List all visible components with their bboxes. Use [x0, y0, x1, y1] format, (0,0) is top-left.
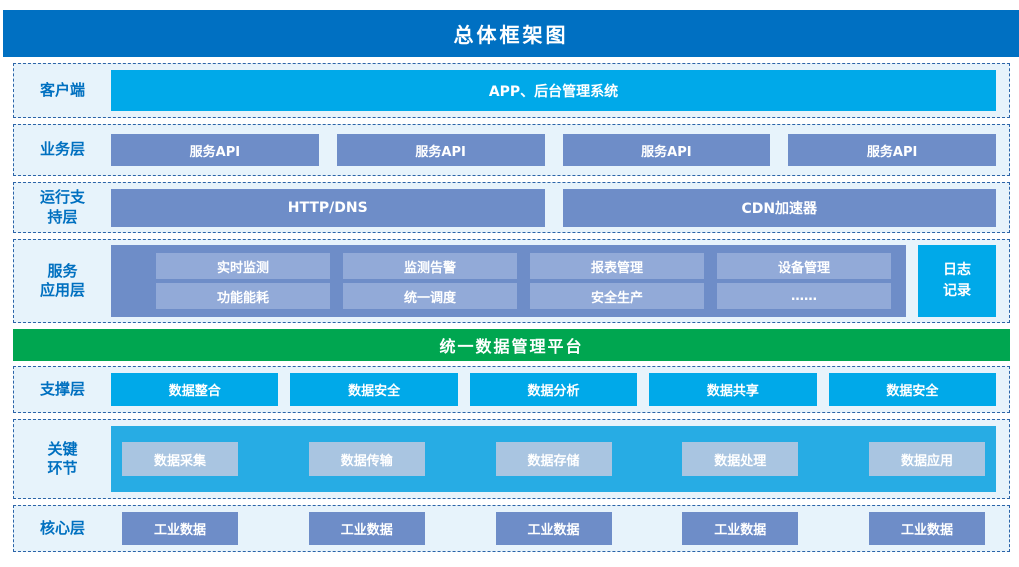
service-app-container: 实时监测 监测告警 报表管理 设备管理 功能能耗 统一调度 安全生产 ……	[111, 245, 906, 317]
section-support-label: 支撑层	[39, 379, 85, 398]
section-runtime-support-label: 运行支 持层	[39, 188, 85, 226]
function-energy-box: 功能能耗	[156, 283, 330, 309]
realtime-monitoring-box: 实时监测	[156, 253, 330, 279]
data-application-box: 数据应用	[869, 442, 985, 476]
data-storage-box: 数据存储	[495, 442, 612, 476]
section-runtime-support: 运行支 持层 HTTP/DNS CDN加速器	[13, 182, 1010, 233]
section-service-application-label: 服务 应用层	[39, 261, 85, 300]
http-dns-box: HTTP/DNS	[111, 188, 545, 227]
cdn-accelerator-box: CDN加速器	[562, 188, 996, 227]
industrial-data-box: 工业数据	[495, 512, 612, 545]
section-support: 支撑层 数据整合 数据安全 数据分析 数据共享 数据安全	[13, 366, 1010, 413]
key-links-container: 数据采集 数据传输 数据存储 数据处理 数据应用	[111, 426, 996, 492]
data-analysis-box: 数据分析	[469, 373, 638, 406]
data-processing-box: 数据处理	[682, 442, 799, 476]
data-collection-box: 数据采集	[122, 442, 238, 476]
section-service-application: 服务 应用层 实时监测 监测告警 报表管理 设备管理 功能能耗 统一调度 安全生…	[13, 239, 1010, 323]
monitoring-alarm-box: 监测告警	[343, 253, 517, 279]
section-business: 业务层 服务API 服务API 服务API 服务API	[13, 124, 1010, 176]
industrial-data-box: 工业数据	[122, 512, 238, 545]
data-sharing-box: 数据共享	[649, 373, 817, 406]
data-integration-box: 数据整合	[111, 373, 279, 406]
section-core: 核心层 工业数据 工业数据 工业数据 工业数据 工业数据	[13, 505, 1010, 552]
unified-dispatch-box: 统一调度	[343, 283, 517, 309]
log-record-box: 日志 记录	[918, 245, 996, 317]
report-management-box: 报表管理	[530, 253, 704, 279]
data-security-box: 数据安全	[290, 373, 458, 406]
service-api-box: 服务API	[111, 134, 319, 166]
device-management-box: 设备管理	[717, 253, 891, 279]
section-client-label: 客户端	[39, 80, 85, 99]
diagram-title: 总体框架图	[3, 10, 1019, 57]
section-client: 客户端 APP、后台管理系统	[13, 63, 1010, 118]
industrial-data-box: 工业数据	[869, 512, 985, 545]
data-transmission-box: 数据传输	[308, 442, 425, 476]
unified-data-platform-bar: 统一数据管理平台	[13, 329, 1010, 361]
safety-production-box: 安全生产	[530, 283, 704, 309]
data-security-box: 数据安全	[828, 373, 997, 406]
section-business-label: 业务层	[39, 140, 85, 159]
service-api-box: 服务API	[788, 134, 996, 166]
industrial-data-box: 工业数据	[682, 512, 799, 545]
section-key-links-label: 关键 环节	[47, 439, 78, 478]
client-system-bar: APP、后台管理系统	[111, 70, 996, 111]
ellipsis-box: ……	[717, 283, 891, 309]
service-api-box: 服务API	[562, 134, 771, 166]
service-api-box: 服务API	[336, 134, 545, 166]
section-key-links: 关键 环节 数据采集 数据传输 数据存储 数据处理 数据应用	[13, 419, 1010, 499]
section-core-label: 核心层	[39, 518, 85, 537]
industrial-data-box: 工业数据	[308, 512, 425, 545]
